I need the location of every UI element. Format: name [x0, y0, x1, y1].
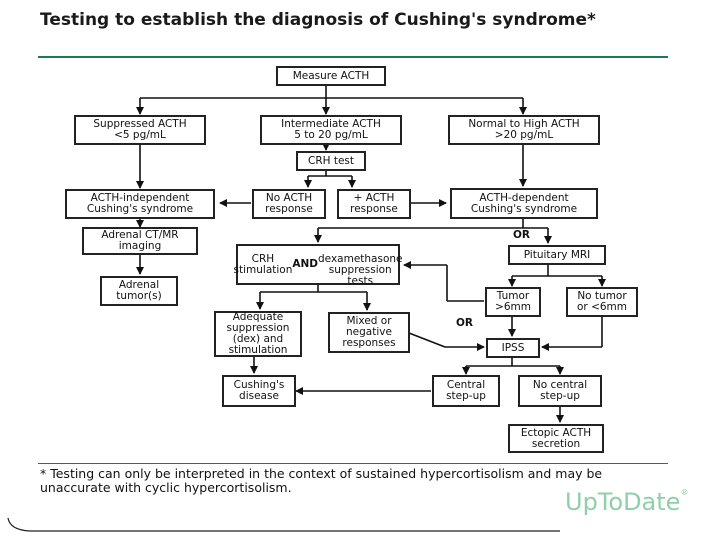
plus-acth-response-box: + ACTH response — [337, 189, 411, 219]
ectopic-acth-box: Ectopic ACTH secretion — [508, 424, 604, 453]
pituitary-mri-box: Pituitary MRI — [508, 245, 606, 265]
or-label-2: OR — [456, 317, 474, 329]
top-divider — [38, 56, 668, 58]
or-label-1: OR — [513, 229, 531, 241]
tumor-gt6mm-box: Tumor >6mm — [485, 287, 541, 317]
crh-dexamethasone-box: CRH stimulation AND dexamethasone suppre… — [234, 244, 403, 286]
uptodate-logo: UpToDate® — [565, 488, 688, 516]
mixed-negative-box: Mixed or negative responses — [328, 312, 410, 353]
central-stepup-box: Central step-up — [432, 375, 500, 407]
crh-test-box: CRH test — [296, 151, 366, 171]
adrenal-ct-box: Adrenal CT/MR imaging — [82, 227, 198, 255]
normal-high-acth-box: Normal to High ACTH >20 pg/mL — [448, 115, 600, 145]
adrenal-tumor-box: Adrenal tumor(s) — [100, 276, 178, 306]
acth-independent-box: ACTH-independent Cushing's syndrome — [65, 189, 215, 219]
footnote: * Testing can only be interpreted in the… — [40, 466, 603, 495]
no-central-stepup-box: No central step-up — [518, 375, 602, 407]
ipss-box: IPSS — [486, 338, 540, 358]
registered-mark: ® — [680, 488, 689, 497]
no-acth-response-box: No ACTH response — [252, 189, 326, 219]
measure-acth-box: Measure ACTH — [276, 66, 386, 86]
no-tumor-box: No tumor or <6mm — [566, 287, 638, 317]
cushings-disease-box: Cushing's disease — [222, 375, 296, 407]
and-emphasis: AND — [292, 258, 318, 270]
brand-text: UpToDate — [565, 488, 681, 516]
diagram-title: Testing to establish the diagnosis of Cu… — [40, 10, 596, 30]
intermediate-acth-box: Intermediate ACTH 5 to 20 pg/mL — [260, 115, 402, 145]
acth-dependent-box: ACTH-dependent Cushing's syndrome — [450, 188, 598, 219]
adequate-suppression-box: Adequate suppression (dex) and stimulati… — [214, 311, 302, 357]
bottom-divider — [38, 463, 668, 464]
suppressed-acth-box: Suppressed ACTH <5 pg/mL — [74, 115, 206, 145]
